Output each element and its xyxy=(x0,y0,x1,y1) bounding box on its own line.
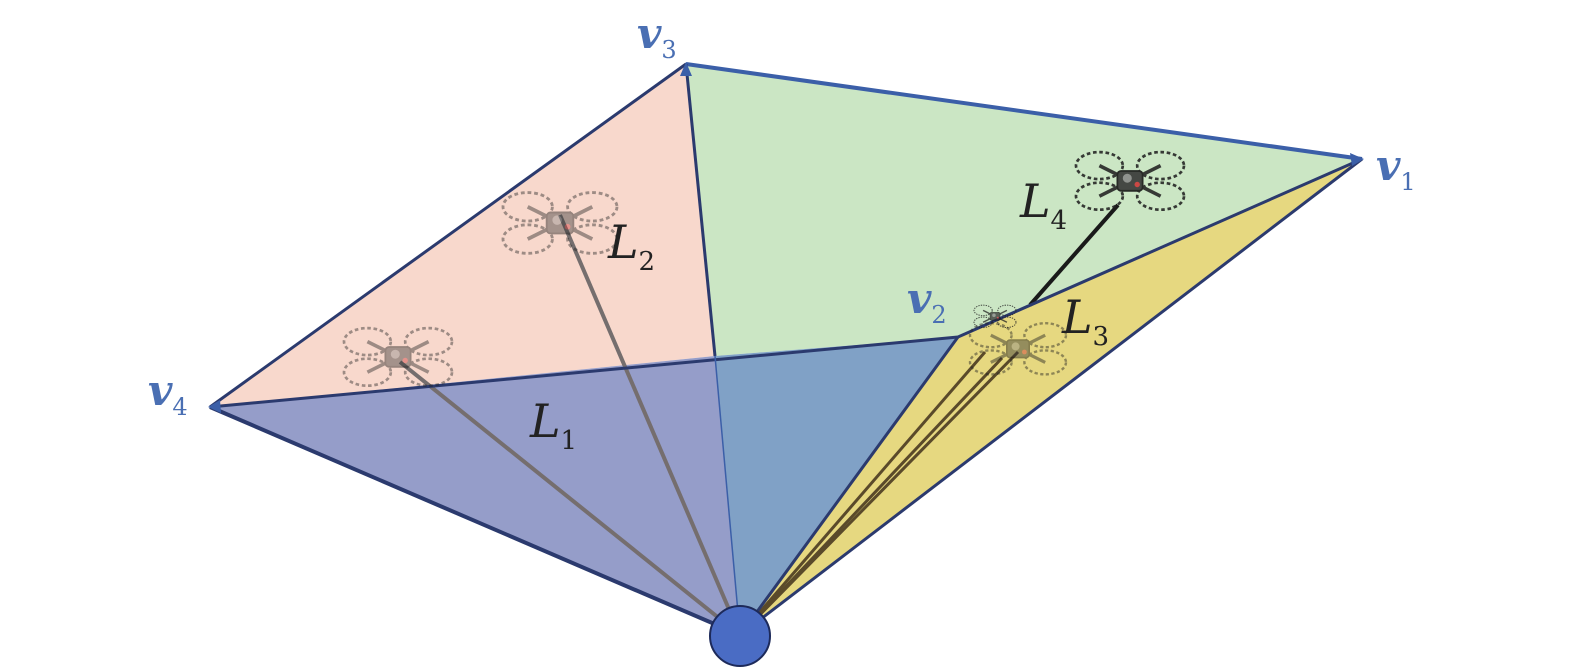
cable-l3a xyxy=(738,351,987,636)
label-v2: v2 xyxy=(907,274,947,329)
face-center xyxy=(715,337,958,635)
edge-v3-inner xyxy=(684,63,717,357)
edge-v3-v1 xyxy=(685,62,1363,161)
cable-l4 xyxy=(1028,203,1120,307)
face-v3-v4 xyxy=(210,64,715,407)
label-l1: L1 xyxy=(529,394,577,456)
cable-l3c xyxy=(738,350,1020,637)
label-v1: v1 xyxy=(1376,141,1416,196)
label-l4: L4 xyxy=(1019,174,1067,236)
cable-l2 xyxy=(558,214,742,636)
arrow-v4 xyxy=(208,400,221,413)
label-v3: v3 xyxy=(637,9,677,64)
cable-l1 xyxy=(398,360,742,637)
edge-v1-base xyxy=(739,157,1363,637)
edge-v2-base xyxy=(738,336,960,636)
label-v4: v4 xyxy=(148,366,188,421)
arrow-v1 xyxy=(1350,153,1364,166)
edge-v4-v2 xyxy=(209,335,959,409)
label-l3: L3 xyxy=(1061,290,1109,352)
edge-v3-v4 xyxy=(209,62,687,409)
vertex-arrows xyxy=(208,62,1364,413)
base-anchor-icon xyxy=(709,605,771,667)
edges xyxy=(209,62,1363,637)
edge-inner-base xyxy=(714,355,741,636)
edge-v2-v1 xyxy=(957,157,1363,339)
cable-lines xyxy=(398,203,1120,637)
face-v4-base xyxy=(210,356,740,635)
label-l2: L2 xyxy=(607,215,655,277)
edge-v4-base xyxy=(209,405,741,637)
arrow-v3 xyxy=(680,62,692,76)
